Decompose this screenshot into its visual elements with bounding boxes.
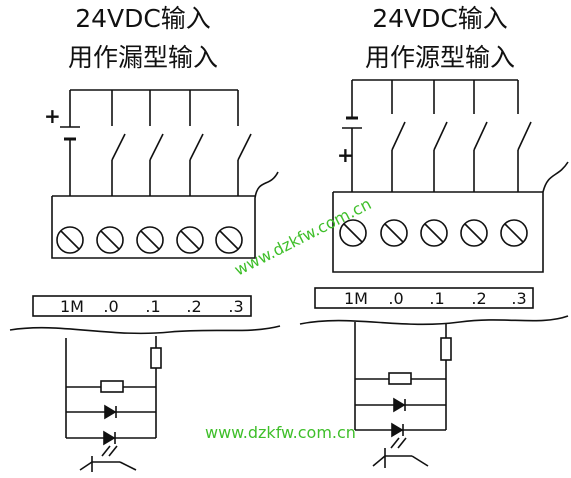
left-board-edge [9,325,281,335]
right-internal-circuit [354,322,452,468]
right-switches [391,80,532,192]
right-terminal-block-housing [332,161,569,273]
right-terminal-label-1m: 1M [344,289,368,308]
left-terminal-label-0: .0 [103,297,118,316]
left-optocoupler-led [103,430,116,446]
right-title-line2: 用作源型输入 [365,43,515,72]
right-terminal-screws [339,219,528,247]
right-terminal-label-0: .0 [388,289,403,308]
right-terminal-label-2: .2 [471,289,486,308]
left-title-line2: 用作漏型输入 [68,43,218,72]
left-bypass-resistor [100,380,124,393]
left-protection-diode [104,404,117,420]
left-input-resistor [150,347,162,369]
right-input-resistor [440,337,452,361]
right-battery-plus-sign: + [337,143,354,167]
right-protection-diode [393,397,406,413]
left-terminal-label-2: .2 [186,297,201,316]
left-terminal-label-1m: 1M [60,297,84,316]
left-terminal-label-strip [32,295,252,317]
left-title-line1: 24VDC输入 [75,4,211,33]
left-panel: 24VDC输入 用作漏型输入 + [9,4,281,472]
right-board-edge [299,315,569,326]
left-battery-plus-sign: + [44,104,61,128]
watermark-bottom: www.dzkfw.com.cn [205,423,356,442]
right-terminal-label-3: .3 [511,289,526,308]
left-switches [111,90,252,196]
right-optocoupler-led [391,422,404,438]
right-terminal-label-strip [314,287,534,309]
left-internal-circuit [65,336,162,472]
right-bypass-resistor [388,372,412,385]
left-terminal-label-1: .1 [145,297,160,316]
left-terminal-block-housing [51,171,279,259]
left-terminal-label-3: .3 [228,297,243,316]
right-panel: 24VDC输入 用作源型输入 + [299,4,569,468]
right-terminal-label-1: .1 [429,289,444,308]
right-title-line1: 24VDC输入 [372,4,508,33]
left-terminal-screws [56,226,243,254]
